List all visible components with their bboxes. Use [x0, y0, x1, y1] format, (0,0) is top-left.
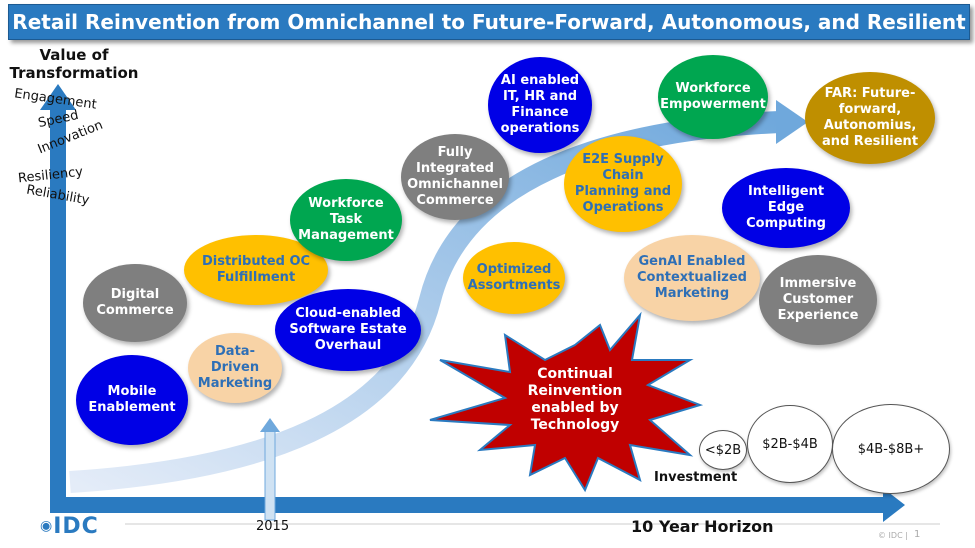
page-number: 1 — [914, 529, 921, 540]
starburst-shape — [429, 311, 704, 493]
start-marker-arrowhead — [260, 418, 280, 432]
y-axis-arrowhead — [40, 84, 76, 110]
investment-level-small: <$2B — [699, 430, 747, 470]
bubble-mobile-enablement: Mobile Enablement — [76, 355, 188, 445]
bubble-ai-enabled-operations: AI enabled IT, HR and Finance operations — [488, 57, 592, 153]
idc-logo-text: IDC — [53, 514, 99, 539]
idc-logo: ◉IDC — [40, 514, 99, 539]
y-axis-label: Value of Transformation — [9, 46, 139, 82]
y-axis-arrow — [50, 108, 66, 513]
bubble-intelligent-edge: Intelligent Edge Computing — [722, 168, 850, 248]
bubble-data-driven-marketing: Data-Driven Marketing — [188, 333, 282, 403]
investment-level-medium: $2B-$4B — [747, 405, 833, 483]
bubble-genai-marketing: GenAI Enabled Contextualized Marketing — [624, 235, 760, 321]
x-axis-start-label: 2015 — [256, 519, 290, 534]
starburst-text: Continual Reinvention enabled by Technol… — [527, 366, 623, 433]
x-axis-arrowhead — [883, 488, 905, 522]
bubble-immersive-experience: Immersive Customer Experience — [759, 255, 877, 345]
investment-label: Investment — [654, 470, 738, 485]
bubble-cloud-software-estate: Cloud-enabled Software Estate Overhaul — [275, 289, 421, 371]
bubble-digital-commerce: Digital Commerce — [83, 264, 187, 342]
bubble-workforce-empowerment: Workforce Empowerment — [658, 55, 768, 139]
x-axis-arrow — [50, 497, 885, 513]
bubble-integrated-omnichannel: Fully Integrated Omnichannel Commerce — [401, 134, 509, 220]
growth-curve-arrowhead — [776, 100, 808, 144]
start-marker-arrow — [264, 429, 276, 521]
bubble-workforce-task-management: Workforce Task Management — [290, 179, 402, 261]
slide-title: Retail Reinvention from Omnichannel to F… — [8, 4, 970, 40]
bubble-e2e-supply-chain: E2E Supply Chain Planning and Operations — [564, 136, 682, 232]
bubble-optimized-assortments: Optimized Assortments — [463, 242, 565, 314]
x-axis-label: 10 Year Horizon — [631, 517, 774, 536]
copyright: © IDC | — [878, 531, 908, 540]
bubble-distributed-oc-fulfillment: Distributed OC Fulfillment — [184, 235, 328, 305]
investment-level-large: $4B-$8B+ — [832, 404, 950, 494]
bubble-far: FAR: Future-forward, Autonomius, and Res… — [805, 72, 935, 164]
